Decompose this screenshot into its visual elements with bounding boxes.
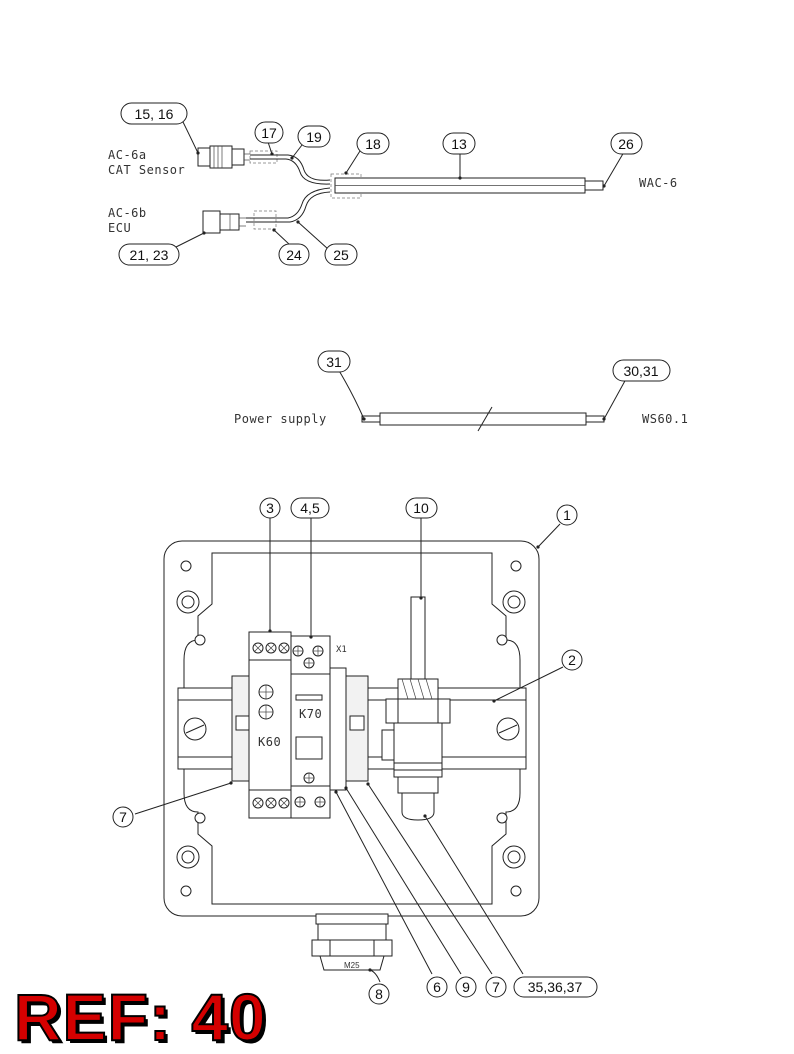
callout-25: 25 bbox=[324, 243, 358, 266]
callout-7-left: 7 bbox=[112, 806, 134, 828]
callout-10: 10 bbox=[405, 497, 438, 519]
callout-3: 3 bbox=[259, 497, 281, 519]
callout-26: 26 bbox=[610, 132, 643, 155]
cat-sensor-connector bbox=[197, 145, 250, 169]
callout-31: 31 bbox=[317, 350, 351, 373]
svg-text:24: 24 bbox=[286, 247, 302, 263]
ref-title: REF: 40 bbox=[13, 980, 267, 1054]
callout-24: 24 bbox=[278, 243, 310, 266]
svg-text:2: 2 bbox=[568, 652, 576, 668]
k60-label: K60 bbox=[258, 735, 281, 749]
callout-35-37: 35,36,37 bbox=[513, 976, 598, 998]
gland-size-label: M25 bbox=[344, 961, 360, 970]
svg-text:6: 6 bbox=[433, 979, 441, 995]
callouts: 15, 16 17 19 18 13 26 21, 23 24 bbox=[112, 102, 671, 1005]
ws601-label: WS60.1 bbox=[642, 412, 688, 426]
power-supply-label: Power supply bbox=[234, 412, 327, 426]
svg-text:30,31: 30,31 bbox=[623, 363, 658, 379]
svg-text:19: 19 bbox=[306, 129, 322, 145]
svg-text:8: 8 bbox=[375, 986, 383, 1002]
callout-18: 18 bbox=[356, 132, 390, 155]
ac6b-label: AC-6b bbox=[108, 206, 147, 220]
svg-text:17: 17 bbox=[261, 125, 277, 141]
svg-text:35,36,37: 35,36,37 bbox=[528, 979, 583, 995]
callout-9: 9 bbox=[455, 976, 477, 998]
svg-text:18: 18 bbox=[365, 136, 381, 152]
callout-7-right: 7 bbox=[485, 976, 507, 998]
harness-leaders bbox=[175, 119, 625, 250]
svg-text:25: 25 bbox=[333, 247, 349, 263]
callout-15-16: 15, 16 bbox=[120, 102, 188, 125]
svg-text:9: 9 bbox=[462, 979, 470, 995]
temperature-sensor bbox=[381, 596, 451, 821]
svg-text:21, 23: 21, 23 bbox=[130, 247, 169, 263]
svg-text:10: 10 bbox=[413, 500, 429, 516]
wac-labels: AC-6a CAT Sensor AC-6b ECU WAC-6 bbox=[108, 148, 678, 235]
k60-relay: K60 bbox=[248, 631, 292, 819]
svg-text:15, 16: 15, 16 bbox=[135, 106, 174, 122]
ws-cable: Power supply WS60.1 bbox=[234, 368, 688, 432]
callout-8: 8 bbox=[368, 983, 390, 1005]
callout-1: 1 bbox=[556, 504, 578, 526]
k70-label: K70 bbox=[299, 707, 322, 721]
cat-sensor-label: CAT Sensor bbox=[108, 163, 185, 177]
mounting-holes bbox=[176, 560, 526, 897]
callout-6: 6 bbox=[426, 976, 448, 998]
wac-harness bbox=[197, 145, 604, 234]
cable-gland: M25 bbox=[311, 913, 393, 971]
callout-13: 13 bbox=[442, 132, 476, 155]
box-leaders bbox=[134, 518, 564, 983]
wac6-label: WAC-6 bbox=[639, 176, 678, 190]
ecu-label: ECU bbox=[108, 221, 131, 235]
svg-text:26: 26 bbox=[618, 136, 634, 152]
svg-text:1: 1 bbox=[563, 507, 571, 523]
x1-label: X1 bbox=[336, 645, 347, 655]
svg-text:7: 7 bbox=[492, 979, 500, 995]
k60-bottom-terminals bbox=[252, 797, 290, 809]
ac6a-label: AC-6a bbox=[108, 148, 147, 162]
callout-30-31: 30,31 bbox=[612, 359, 671, 382]
callout-21-23: 21, 23 bbox=[118, 243, 180, 266]
end-clamps bbox=[231, 667, 369, 791]
svg-text:7: 7 bbox=[119, 809, 127, 825]
svg-text:3: 3 bbox=[266, 500, 274, 516]
k60-top-terminals bbox=[252, 642, 290, 654]
callout-17: 17 bbox=[254, 121, 284, 144]
svg-text:4,5: 4,5 bbox=[300, 500, 320, 516]
callout-4-5: 4,5 bbox=[290, 497, 330, 519]
callout-2: 2 bbox=[561, 649, 583, 671]
k70-relay: K70 X1 bbox=[290, 635, 347, 819]
svg-text:13: 13 bbox=[451, 136, 467, 152]
callout-19: 19 bbox=[297, 125, 331, 148]
svg-text:31: 31 bbox=[326, 354, 342, 370]
ecu-connector bbox=[202, 210, 246, 234]
